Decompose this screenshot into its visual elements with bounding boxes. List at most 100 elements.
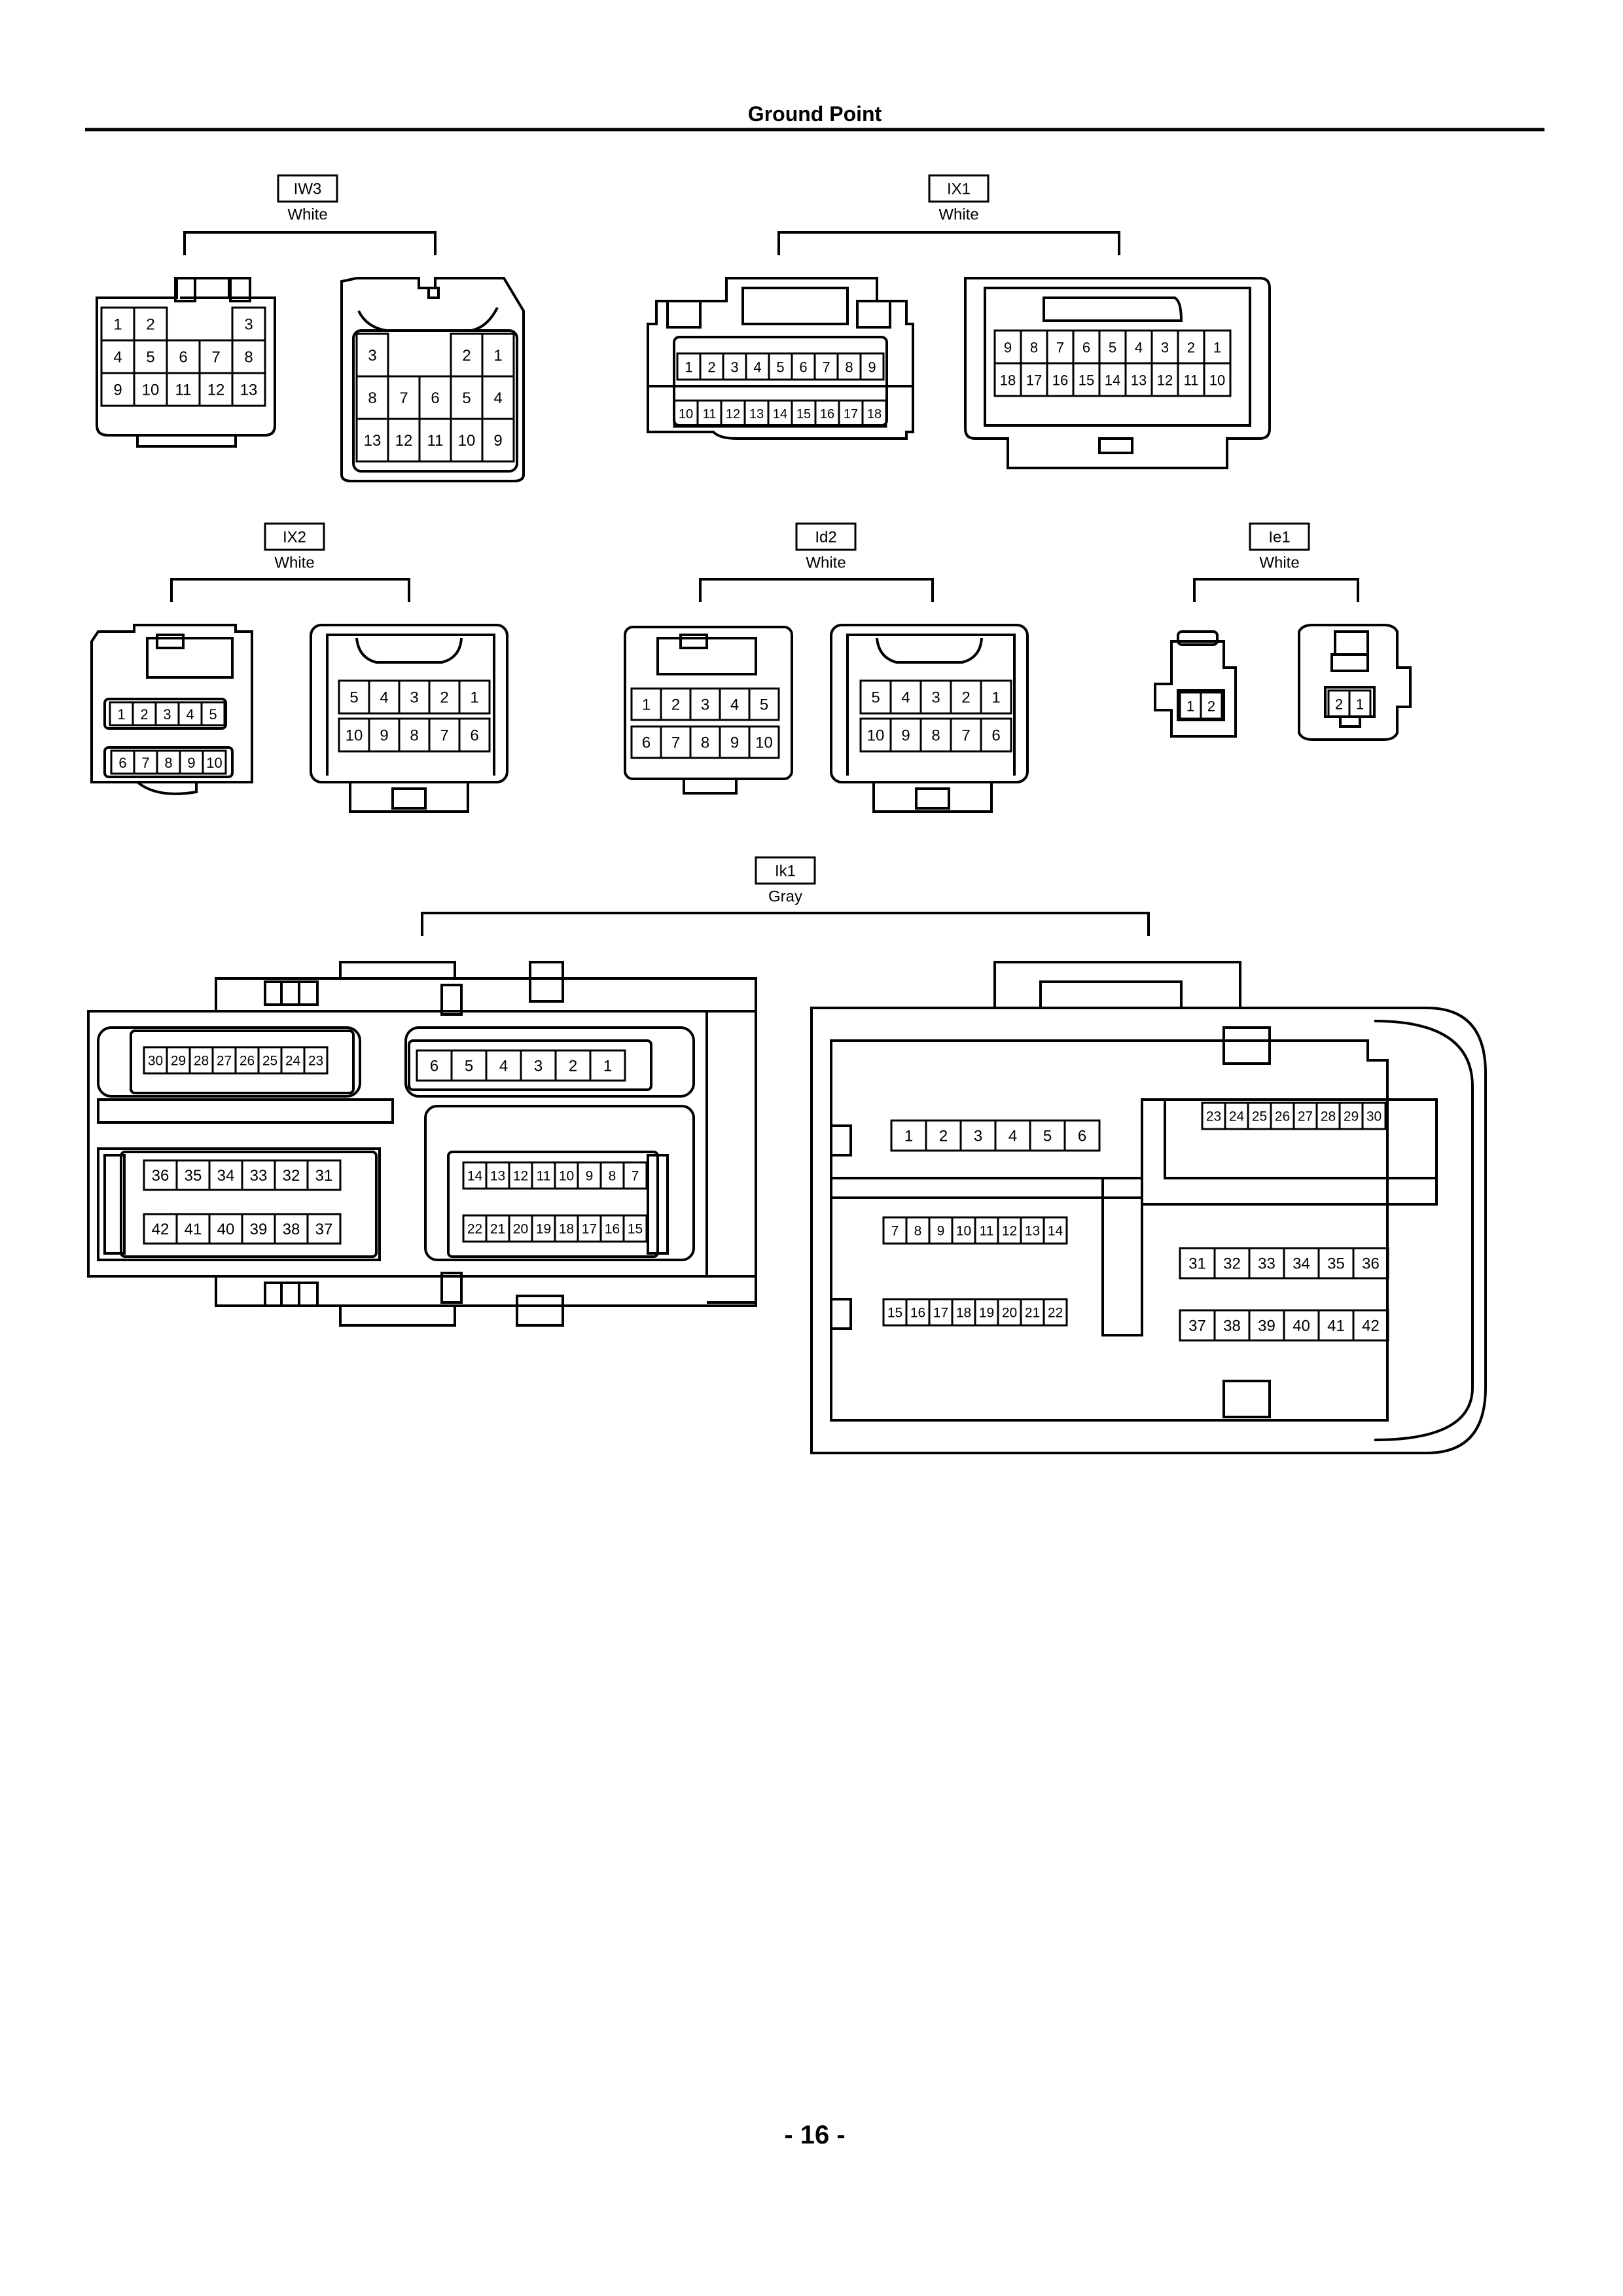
pin-number: 30	[1366, 1109, 1382, 1124]
pin-number: 10	[679, 407, 693, 422]
pin-number: 1	[470, 689, 478, 707]
pin-number: 8	[931, 727, 940, 745]
pin-number: 10	[755, 734, 773, 752]
pin-number: 20	[1002, 1306, 1017, 1321]
connector-color: White	[938, 206, 978, 224]
housing-outline	[683, 778, 738, 795]
pin-number: 33	[250, 1167, 268, 1185]
connector-color: Gray	[768, 888, 802, 906]
pin-number: 7	[141, 755, 149, 771]
pin-cell	[748, 725, 780, 759]
housing-outline	[215, 977, 757, 1013]
pin-number: 13	[1025, 1224, 1040, 1239]
housing-outline	[349, 781, 469, 813]
pin-number: 2	[569, 1058, 577, 1075]
housing-outline	[1330, 653, 1369, 672]
pin-number: 9	[380, 727, 388, 745]
pin-number: 12	[726, 407, 740, 422]
pin-number: 21	[490, 1222, 505, 1237]
housing-outline	[136, 781, 198, 795]
pin-number: 38	[1223, 1318, 1241, 1335]
housing-outline	[174, 277, 196, 302]
pin-number: 15	[1079, 372, 1094, 389]
pin-number: 2	[140, 706, 148, 723]
pin-cell	[306, 1213, 342, 1245]
housing-outline	[97, 1147, 381, 1261]
pin-number: 9	[868, 359, 876, 376]
housing-outline	[1298, 624, 1412, 741]
pin-number: 16	[910, 1306, 925, 1321]
pin-number: 9	[493, 432, 502, 450]
pin-number: 42	[152, 1221, 169, 1238]
pin-number: 15	[628, 1222, 643, 1237]
pin-number: 25	[262, 1054, 277, 1069]
connector-color: White	[1259, 554, 1299, 572]
pin-number: 14	[467, 1169, 483, 1184]
pin-cell	[231, 372, 266, 407]
pin-number: 1	[685, 359, 692, 376]
pin-number: 12	[395, 432, 413, 450]
housing-outline	[90, 624, 253, 783]
housing-outline	[427, 287, 440, 299]
housing-outline	[440, 1272, 463, 1304]
pin-number: 8	[701, 734, 709, 752]
housing-outline	[421, 912, 1150, 936]
pin-number: 5	[146, 349, 154, 367]
pin-number: 25	[1252, 1109, 1267, 1124]
pin-cell	[202, 749, 227, 775]
pin-cell	[1348, 689, 1372, 718]
housing-outline	[340, 277, 525, 482]
pin-number: 9	[1004, 340, 1012, 356]
pin-number: 6	[642, 734, 651, 752]
pin-cell	[1043, 1216, 1068, 1245]
housing-outline	[984, 287, 1251, 427]
pin-cell	[1352, 1309, 1389, 1342]
pin-number: 4	[499, 1058, 508, 1075]
housing-outline	[103, 698, 227, 730]
housing-outline	[830, 1124, 852, 1157]
connector-id-box	[928, 174, 990, 203]
housing-outline	[1193, 578, 1359, 602]
connector-id: IW3	[294, 181, 322, 198]
housing-outline	[215, 1275, 757, 1307]
housing-outline	[1141, 1098, 1438, 1206]
pin-number: 15	[887, 1306, 902, 1321]
pin-cell	[458, 717, 491, 753]
pin-number: 2	[1207, 698, 1215, 715]
pin-number: 9	[187, 755, 195, 771]
pin-number: 22	[1048, 1306, 1063, 1321]
housing-outline	[1374, 1020, 1474, 1441]
pin-number: 5	[760, 696, 768, 714]
pin-number: 10	[206, 755, 222, 771]
housing-outline	[1222, 1026, 1271, 1065]
pin-number: 7	[671, 734, 680, 752]
pin-number: 5	[462, 389, 471, 407]
pin-number: 10	[346, 727, 363, 745]
housing-outline	[741, 287, 849, 325]
pin-number: 9	[937, 1224, 945, 1239]
pin-number: 8	[164, 755, 172, 771]
pin-number: 22	[467, 1222, 482, 1237]
pin-number: 27	[217, 1054, 232, 1069]
pin-number: 6	[1078, 1128, 1086, 1145]
pin-number: 1	[117, 706, 125, 723]
pin-number: 2	[1335, 696, 1343, 713]
pin-cell	[1063, 1119, 1101, 1152]
housing-outline	[876, 637, 983, 664]
housing-outline	[1334, 630, 1369, 656]
pin-number: 12	[1002, 1224, 1017, 1239]
pin-number: 3	[974, 1128, 982, 1145]
pin-cell	[1200, 691, 1223, 720]
pin-number: 9	[901, 727, 910, 745]
pin-number: 10	[956, 1224, 971, 1239]
